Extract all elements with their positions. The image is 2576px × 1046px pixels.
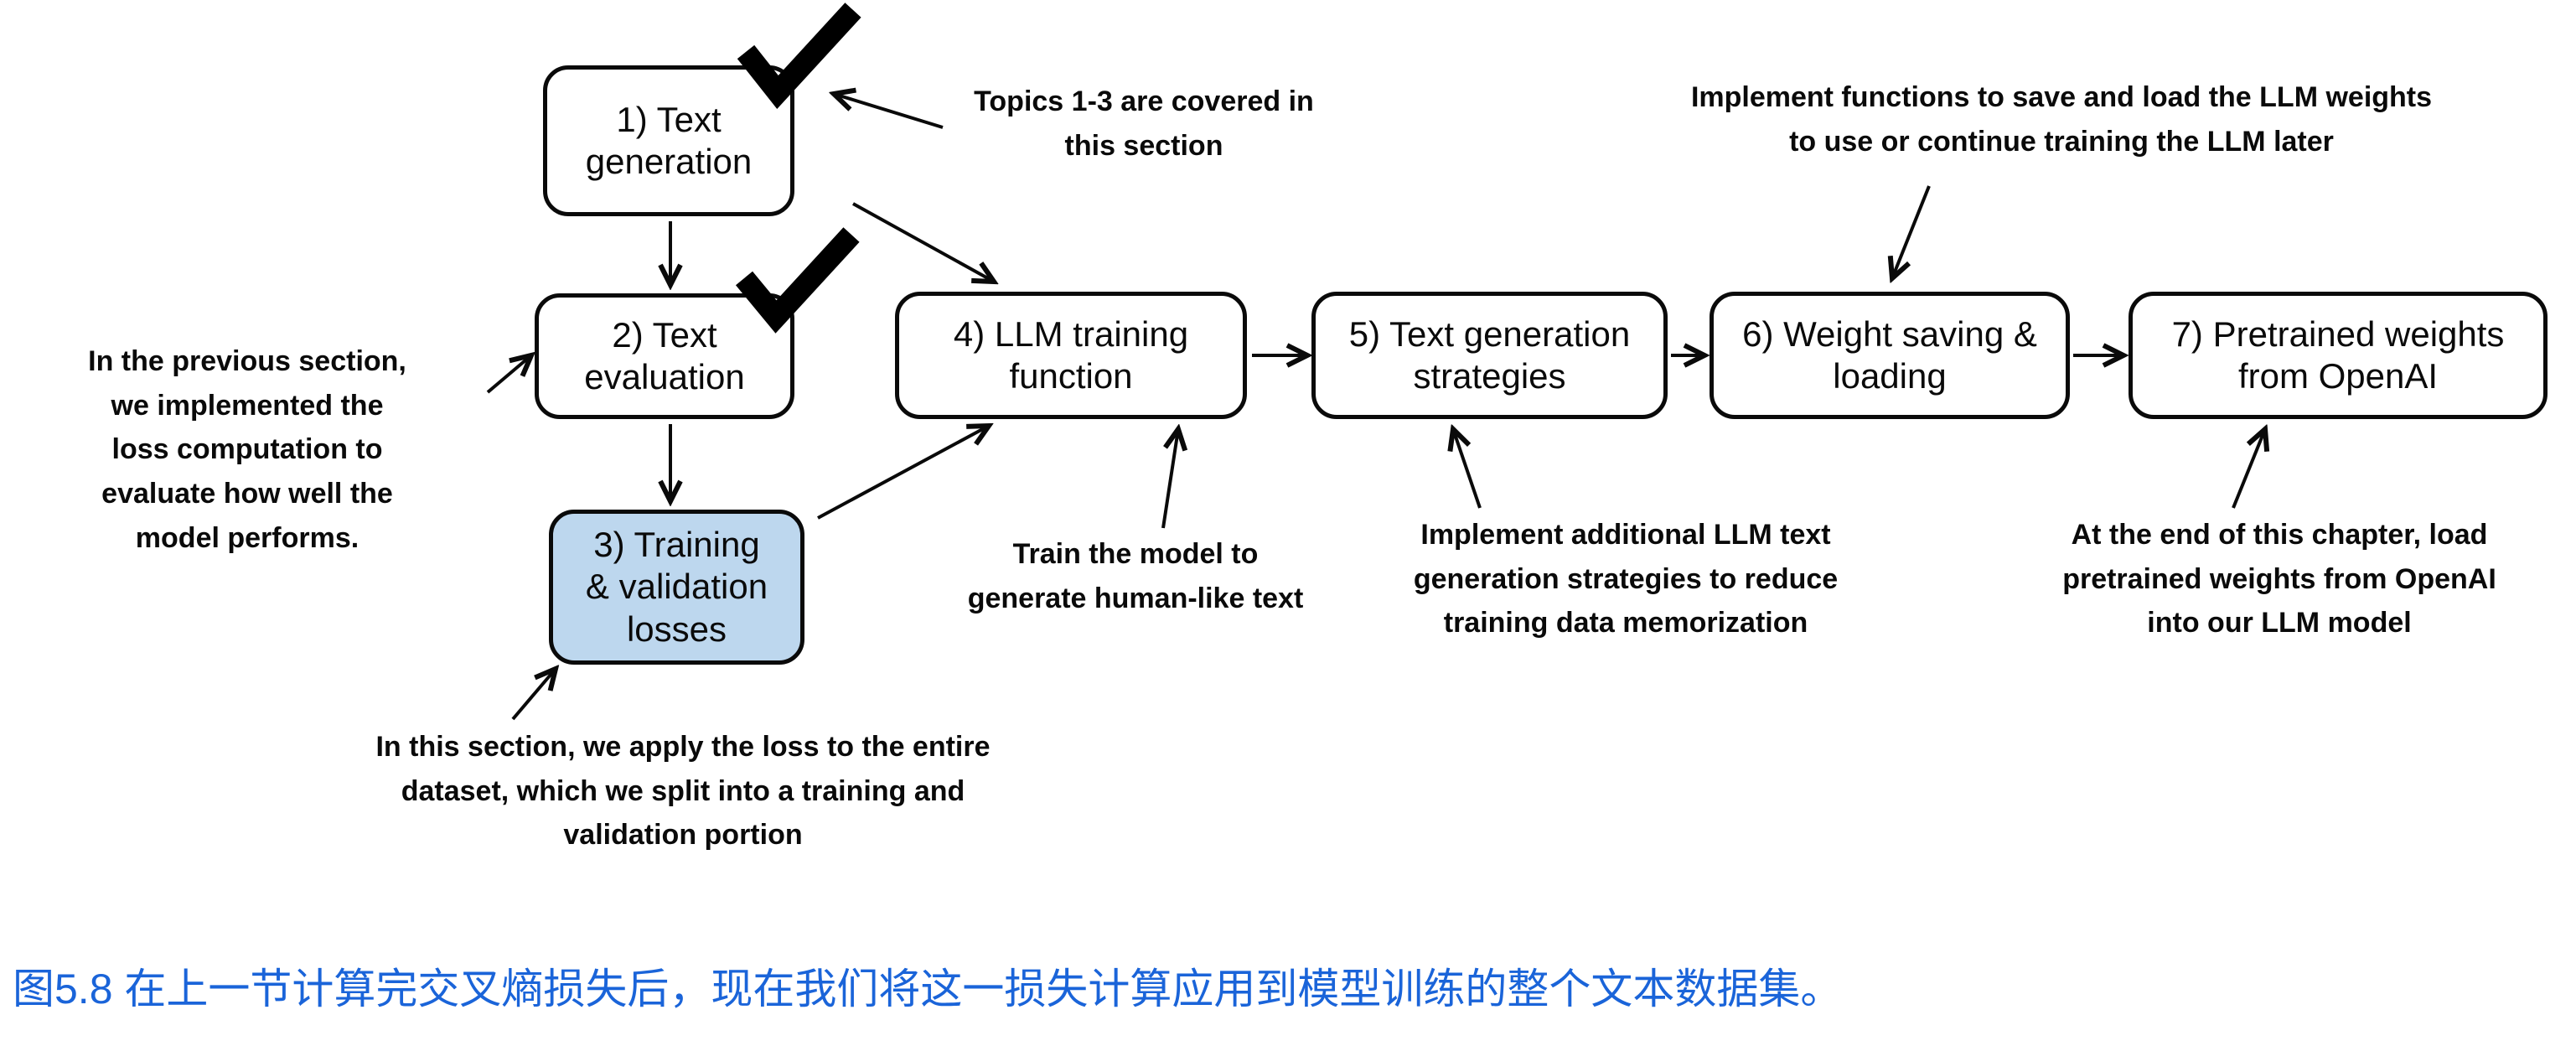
annotation-previous-section: In the previous section, we implemented … — [88, 345, 406, 554]
arrow-train-model-to-box4 — [1161, 429, 1178, 529]
arrow-box1-to-box4 — [852, 202, 994, 282]
arrow-openai-to-box7 — [2232, 429, 2265, 509]
figure-caption: 图5.8 在上一节计算完交叉熵损失后，现在我们将这一损失计算应用到模型训练的整个… — [13, 966, 1843, 1012]
flow-box-text-evaluation: 2) Text evaluation — [535, 293, 794, 419]
annotation-openai-weights: At the end of this chapter, load pretrai… — [2062, 519, 2496, 640]
arrow-strategies-to-box5 — [1453, 429, 1482, 509]
annotation-topics-1-3: Topics 1-3 are covered in this section — [974, 85, 1314, 162]
annotation-generation-strategies: Implement additional LLM text generation… — [1413, 519, 1839, 640]
arrow-topics-to-box1 — [834, 94, 944, 129]
flow-box-weight-saving-loading: 6) Weight saving & loading — [1710, 292, 2070, 419]
arrow-previous-section-to-box2 — [486, 355, 531, 394]
annotation-save-load-weights: Implement functions to save and load the… — [1690, 81, 2433, 158]
annotation-this-section: In this section, we apply the loss to th… — [375, 731, 991, 852]
flow-box-text-generation: 1) Text generation — [543, 65, 794, 216]
flow-box-llm-training-function: 4) LLM training function — [895, 292, 1247, 419]
arrow-box3-to-box4 — [817, 426, 989, 520]
flow-box-training-validation-losses: 3) Training & validation losses — [549, 510, 804, 665]
annotation-train-model: Train the model to generate human-like t… — [967, 538, 1304, 614]
arrow-this-section-to-box3 — [511, 669, 556, 721]
flow-box-text-generation-strategies: 5) Text generation strategies — [1311, 292, 1668, 419]
arrow-save-load-to-box6 — [1892, 185, 1931, 278]
flow-box-pretrained-weights-openai: 7) Pretrained weights from OpenAI — [2129, 292, 2548, 419]
